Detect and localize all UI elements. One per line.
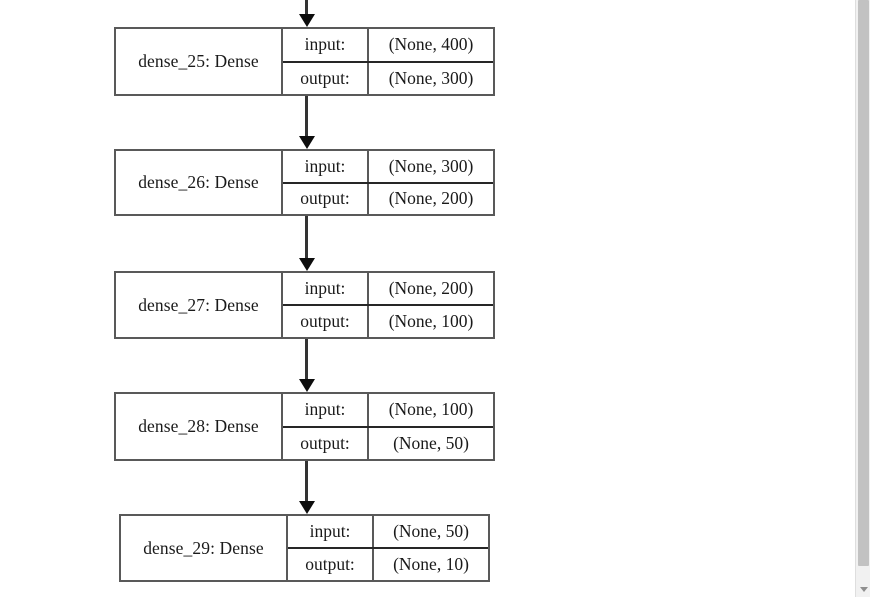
output-shape-value: (None, 300) (388, 67, 474, 88)
layer-input-row: input: (None, 100) (283, 394, 493, 428)
vertical-scrollbar[interactable] (855, 0, 870, 597)
input-label: input: (283, 151, 369, 182)
output-label: output: (283, 427, 369, 459)
edge-line (305, 96, 308, 137)
layer-input-row: input: (None, 400) (283, 29, 493, 63)
layer-io-table: input: (None, 100) output: (None, 50) (283, 394, 493, 459)
arrowhead-icon (299, 14, 315, 27)
arrowhead-icon (299, 258, 315, 271)
arrowhead-icon (299, 136, 315, 149)
layer-io-table: input: (None, 300) output: (None, 200) (283, 151, 493, 214)
layer-io-table: input: (None, 200) output: (None, 100) (283, 273, 493, 337)
layer-input-row: input: (None, 200) (283, 273, 493, 306)
layer-input-row: input: (None, 300) (283, 151, 493, 184)
arrowhead-icon (299, 501, 315, 514)
edge-dense_26-to-dense_27 (297, 216, 317, 271)
layer-output-row: output: (None, 200) (283, 183, 493, 214)
input-shape-value: (None, 300) (388, 155, 474, 176)
edge-line (305, 339, 308, 380)
output-shape-value: (None, 100) (388, 311, 474, 331)
layer-io-table: input: (None, 50) output: (None, 10) (288, 516, 488, 580)
input-shape-value: (None, 100) (388, 399, 474, 420)
layer-name: dense_26: Dense (116, 151, 283, 214)
layer-output-row: output: (None, 300) (283, 62, 493, 94)
layer-input-row: input: (None, 50) (288, 516, 488, 549)
layer-name: dense_29: Dense (121, 516, 288, 580)
output-label: output: (283, 183, 369, 214)
edge-dense_25-to-dense_26 (297, 96, 317, 149)
scrollbar-thumb[interactable] (858, 0, 869, 566)
output-label: output: (283, 306, 369, 337)
edge-line (305, 0, 308, 15)
layer-output-row: output: (None, 10) (288, 549, 488, 580)
layer-name: dense_27: Dense (116, 273, 283, 337)
chevron-down-icon (859, 586, 868, 592)
input-label: input: (283, 273, 369, 304)
output-shape-value: (None, 200) (388, 188, 474, 209)
layer-io-table: input: (None, 400) output: (None, 300) (283, 29, 493, 94)
layer-name: dense_25: Dense (116, 29, 283, 94)
input-label: input: (283, 394, 369, 426)
output-label: output: (288, 549, 374, 580)
input-label: input: (288, 516, 374, 547)
input-shape-value: (None, 200) (388, 278, 474, 298)
output-label: output: (283, 62, 369, 94)
layer-output-row: output: (None, 50) (283, 427, 493, 459)
arrowhead-icon (299, 379, 315, 392)
input-shape-value: (None, 50) (393, 521, 469, 541)
output-shape-value: (None, 10) (393, 554, 469, 574)
output-shape-value: (None, 50) (393, 432, 469, 453)
input-shape-value: (None, 400) (388, 34, 474, 55)
layer-output-row: output: (None, 100) (283, 306, 493, 337)
input-label: input: (283, 29, 369, 61)
edge-into-dense_25 (297, 0, 317, 27)
edge-line (305, 216, 308, 259)
layer-name: dense_28: Dense (116, 394, 283, 459)
edge-dense_27-to-dense_28 (297, 339, 317, 392)
edge-dense_28-to-dense_29 (297, 461, 317, 514)
edge-line (305, 461, 308, 502)
scroll-down-button[interactable] (856, 581, 870, 597)
